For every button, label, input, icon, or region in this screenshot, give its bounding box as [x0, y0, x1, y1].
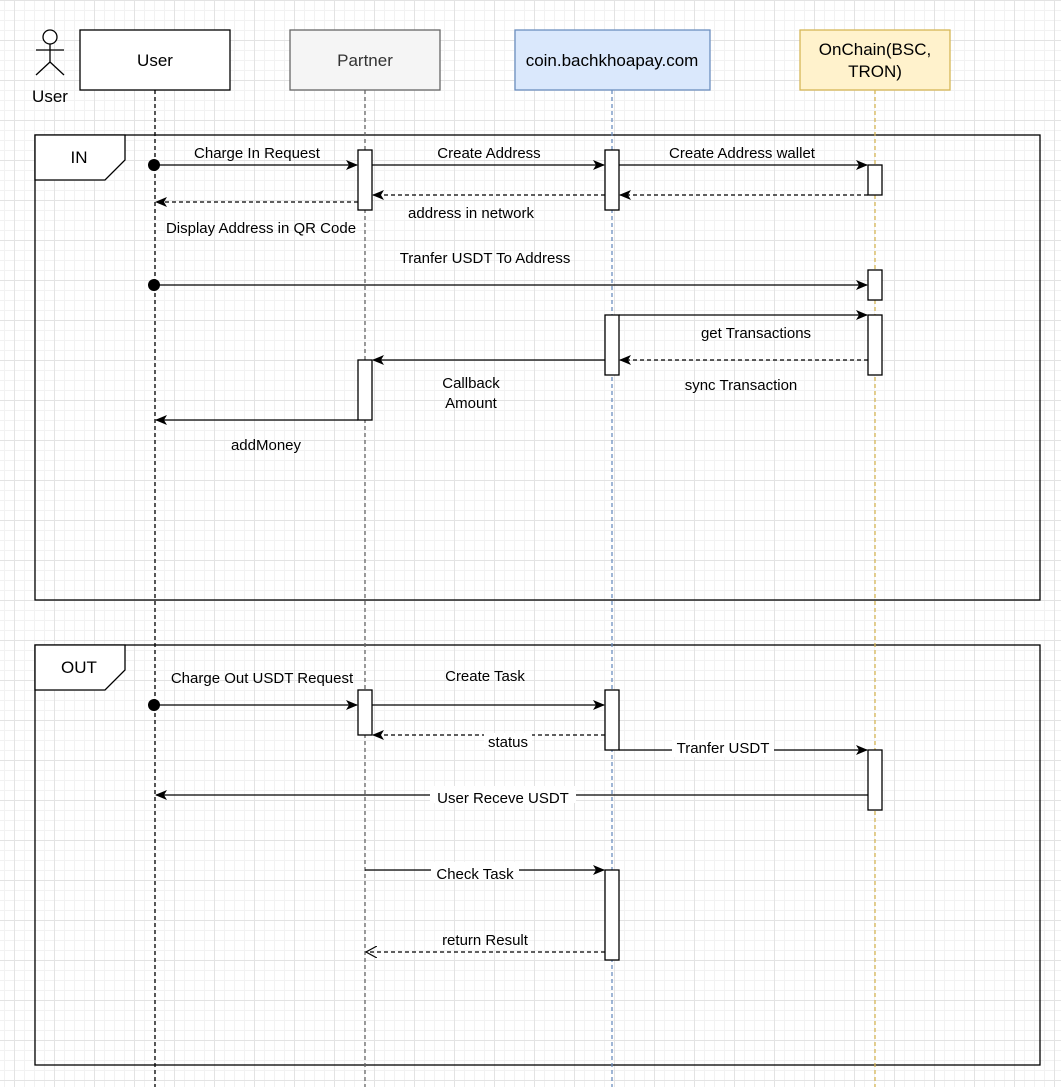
- msg-transfer-usdt-to-address: [148, 279, 868, 291]
- msg-create-task-label: Create Task: [445, 668, 525, 685]
- msg-transfer-usdt-to-address-label: Tranfer USDT To Address: [400, 250, 571, 267]
- user-lifeline-header[interactable]: User: [79, 29, 231, 91]
- msg-charge-out-usdt-request-label: Charge Out USDT Request: [171, 670, 354, 687]
- msg-create-address-label: Create Address: [437, 145, 540, 162]
- partner-activation-1: [357, 149, 373, 211]
- frame-out: OUT: [34, 644, 1041, 1066]
- partner-activation-2: [357, 359, 373, 421]
- partner-lifeline-label: Partner: [337, 51, 393, 70]
- onchain-lifeline-label-1: OnChain(BSC,: [819, 40, 931, 59]
- msg-callback-amount-label-1: Callback: [442, 375, 500, 392]
- frame-in-label: IN: [71, 148, 88, 167]
- coin-activation-1: [604, 149, 620, 211]
- msg-charge-out-usdt-request: [148, 699, 358, 711]
- msg-address-in-network-label: address in network: [408, 205, 534, 222]
- coin-activation-4: [604, 869, 620, 961]
- msg-callback-amount-label-2: Amount: [445, 395, 498, 412]
- frame-out-label: OUT: [61, 658, 97, 677]
- coin-lifeline-label: coin.bachkhoapay.com: [526, 51, 699, 70]
- onchain-lifeline-header[interactable]: OnChain(BSC, TRON): [799, 29, 951, 91]
- partner-lifeline-header[interactable]: Partner: [289, 29, 441, 91]
- onchain-activation-1: [867, 164, 883, 196]
- onchain-lifeline-label-2: TRON): [848, 62, 902, 81]
- onchain-activation-4: [867, 749, 883, 811]
- msg-add-money-label: addMoney: [231, 437, 302, 454]
- msg-charge-in-request: [148, 159, 358, 171]
- msg-create-address-wallet-label: Create Address wallet: [669, 145, 816, 162]
- partner-activation-3: [357, 689, 373, 736]
- actor-label: User: [32, 87, 68, 106]
- msg-check-task-label: Check Task: [436, 866, 514, 883]
- msg-return-result-label: return Result: [442, 932, 529, 949]
- msg-transfer-usdt-label: Tranfer USDT: [677, 740, 770, 757]
- coin-activation-2: [604, 314, 620, 376]
- user-actor-icon: [35, 29, 65, 76]
- msg-display-address-qr-label: Display Address in QR Code: [166, 220, 356, 237]
- coin-activation-3: [604, 689, 620, 751]
- onchain-activation-3: [867, 314, 883, 376]
- msg-get-transactions-label: get Transactions: [701, 325, 811, 342]
- coin-lifeline-header[interactable]: coin.bachkhoapay.com: [514, 29, 711, 91]
- msg-charge-in-request-label: Charge In Request: [194, 145, 321, 162]
- msg-status-label: status: [488, 734, 528, 751]
- frame-in: IN: [34, 134, 1041, 601]
- user-lifeline-label: User: [137, 51, 173, 70]
- msg-user-receive-usdt-label: User Receve USDT: [437, 790, 569, 807]
- onchain-activation-2: [867, 269, 883, 301]
- msg-sync-transaction-label: sync Transaction: [685, 377, 798, 394]
